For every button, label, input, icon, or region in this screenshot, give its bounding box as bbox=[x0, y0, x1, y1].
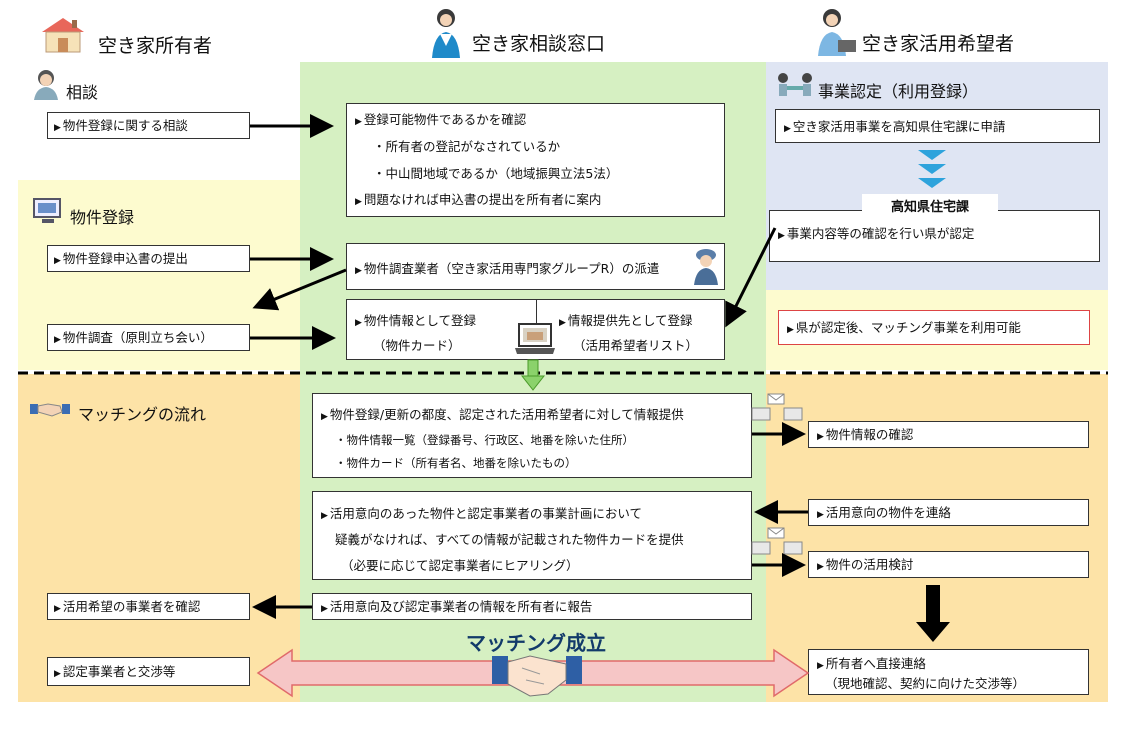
meeting-icon bbox=[778, 73, 812, 96]
owner-consult-label: 物件登録に関する相談 bbox=[62, 118, 188, 133]
window-check-item1: ・所有者の登記がなされているか bbox=[373, 139, 561, 154]
window-check-title: 登録可能物件であるかを確認 bbox=[363, 112, 527, 127]
applicant-apply-box: ▶空き家活用事業を高知県住宅課に申請 bbox=[775, 109, 1100, 143]
direct-line2: （現地確認、契約に向けた交渉等） bbox=[825, 676, 1026, 691]
bg-owner-orange bbox=[18, 374, 300, 702]
report-label: 活用意向及び認定事業者の情報を所有者に報告 bbox=[329, 599, 593, 614]
mail-pc-icon bbox=[751, 393, 803, 421]
operator-icon bbox=[432, 9, 460, 58]
section-matching-flow: マッチングの流れ bbox=[78, 405, 207, 424]
window-card-box: ▶活用意向のあった物件と認定事業者の事業計画において 疑義がなければ、すべての情… bbox=[312, 491, 752, 580]
provide-item2: ・物件カード（所有者名、地番を除いたもの） bbox=[335, 456, 577, 470]
contact-label: 活用意向の物件を連絡 bbox=[825, 505, 951, 520]
kochi-label: 高知県住宅課 bbox=[890, 200, 969, 215]
direct-line1: 所有者へ直接連絡 bbox=[825, 656, 926, 671]
laptop-icon bbox=[515, 323, 555, 354]
applicant-available-box: ▶県が認定後、マッチング事業を利用可能 bbox=[778, 310, 1090, 345]
register-divider bbox=[536, 300, 537, 328]
card-line3: （必要に応じて認定事業者にヒアリング） bbox=[341, 558, 579, 573]
owner-survey-box: ▶物件調査（原則立ち会い） bbox=[47, 324, 250, 351]
apply-label: 空き家活用事業を高知県住宅課に申請 bbox=[792, 119, 1006, 134]
owner-submit-box: ▶物件登録申込書の提出 bbox=[47, 245, 250, 272]
provide-item1: ・物件情報一覧（登録番号、行政区、地番を除いた住所） bbox=[335, 433, 634, 447]
owner-confirm-box: ▶活用希望の事業者を確認 bbox=[47, 593, 250, 620]
house-icon bbox=[42, 18, 84, 53]
kochi-label-box: 高知県住宅課 bbox=[862, 194, 998, 220]
user-laptop-icon bbox=[818, 9, 856, 56]
register-info-line1: 物件情報として登録 bbox=[363, 313, 477, 328]
owner-consult-box: ▶物件登録に関する相談 bbox=[47, 112, 250, 139]
confirm-info-label: 物件情報の確認 bbox=[825, 427, 914, 442]
handshake-small-icon bbox=[30, 403, 70, 417]
section-certification: 事業認定（利用登録） bbox=[818, 82, 979, 101]
header-owner: 空き家所有者 bbox=[98, 35, 213, 57]
applicant-confirm-info-box: ▶物件情報の確認 bbox=[808, 421, 1089, 448]
owner-survey-label: 物件調査（原則立ち会い） bbox=[62, 330, 213, 345]
window-dispatch-label: 物件調査業者（空き家活用専門家グループR）の派遣 bbox=[363, 261, 660, 276]
window-provide-box: ▶物件登録/更新の都度、認定された活用希望者に対して情報提供 ・物件情報一覧（登… bbox=[312, 393, 752, 478]
window-report-box: ▶活用意向及び認定事業者の情報を所有者に報告 bbox=[312, 593, 752, 620]
register-info-line2: （物件カード） bbox=[373, 338, 461, 353]
card-line1: 活用意向のあった物件と認定事業者の事業計画において bbox=[329, 506, 643, 521]
card-line2: 疑義がなければ、すべての情報が記載された物件カードを提供 bbox=[335, 532, 684, 547]
matching-done-label: マッチング成立 bbox=[466, 631, 606, 655]
applicant-contact-box: ▶活用意向の物件を連絡 bbox=[808, 499, 1089, 526]
section-registration: 物件登録 bbox=[70, 208, 135, 227]
provide-title: 物件登録/更新の都度、認定された活用希望者に対して情報提供 bbox=[329, 407, 684, 422]
window-check-box: ▶登録可能物件であるかを確認 ・所有者の登記がなされているか ・中山間地域である… bbox=[346, 103, 725, 217]
register-provider-line1: 情報提供先として登録 bbox=[567, 313, 693, 328]
header-window: 空き家相談窓口 bbox=[472, 33, 606, 55]
certify-label: 事業内容等の確認を行い県が認定 bbox=[786, 226, 975, 241]
window-dispatch-box: ▶物件調査業者（空き家活用専門家グループR）の派遣 bbox=[346, 243, 725, 290]
applicant-consider-box: ▶物件の活用検討 bbox=[808, 551, 1089, 578]
owner-negotiate-label: 認定事業者と交渉等 bbox=[62, 664, 176, 679]
owner-submit-label: 物件登録申込書の提出 bbox=[62, 251, 188, 266]
worker-icon bbox=[694, 249, 718, 285]
window-check-item3: 問題なければ申込書の提出を所有者に案内 bbox=[363, 192, 602, 207]
phone-user-icon bbox=[34, 70, 58, 100]
register-provider-line2: （活用希望者リスト） bbox=[573, 338, 699, 353]
owner-confirm-label: 活用希望の事業者を確認 bbox=[62, 599, 201, 614]
applicant-direct-box: ▶所有者へ直接連絡 （現地確認、契約に向けた交渉等） bbox=[808, 649, 1089, 695]
window-check-item2: ・中山間地域であるか（地域振興立法5法） bbox=[373, 166, 619, 181]
consider-label: 物件の活用検討 bbox=[825, 557, 914, 572]
mail-pc-icon-2 bbox=[751, 527, 803, 555]
owner-negotiate-box: ▶認定事業者と交渉等 bbox=[47, 657, 250, 686]
section-consult: 相談 bbox=[66, 83, 99, 102]
header-applicant: 空き家活用希望者 bbox=[862, 33, 1015, 55]
computer-icon bbox=[33, 198, 61, 223]
available-label: 県が認定後、マッチング事業を利用可能 bbox=[795, 320, 1021, 335]
